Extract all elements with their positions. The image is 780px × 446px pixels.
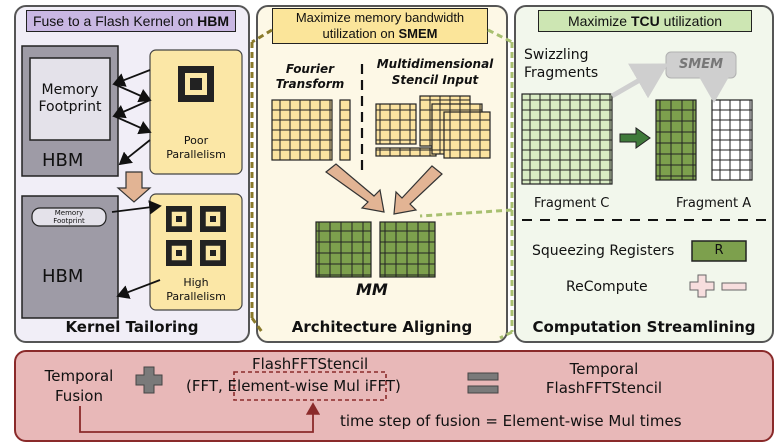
swizzle-arrow — [619, 127, 651, 149]
zoom-connector-right — [419, 28, 514, 340]
right-header: Maximize TCU utilization — [538, 10, 752, 32]
recompute-plus-icon — [689, 274, 715, 298]
fusion-link-arrow — [79, 402, 321, 433]
recompute-minus-icon — [721, 282, 747, 291]
mm-grid-left — [315, 221, 372, 278]
smem-in-arrow — [610, 63, 669, 99]
flashfftstencil-title: FlashFFTStencil — [252, 355, 369, 373]
fourier-grid — [271, 99, 333, 161]
architecture-aligning-panel — [256, 5, 508, 343]
register-label: R — [714, 243, 724, 258]
middle-header: Maximize memory bandwidth utilization on… — [272, 8, 488, 44]
memory-footprint-small-label: Memory Footprint — [53, 209, 85, 225]
register-box — [691, 240, 747, 262]
element-wise-highlight — [233, 371, 387, 401]
right-header-bold: TCU — [630, 13, 660, 29]
left-header-text: Fuse to a Flash Kernel on — [32, 13, 198, 29]
swizzling-label: Swizzling Fragments — [524, 47, 599, 81]
poor-parallelism-chip — [149, 49, 243, 175]
architecture-aligning-caption: Architecture Aligning — [291, 318, 473, 336]
middle-header-line1: Maximize memory bandwidth — [295, 10, 465, 25]
middle-header-line2: utilization on — [322, 26, 399, 41]
memory-footprint-label: Memory Footprint — [38, 82, 102, 115]
high-parallelism-label: High Parallelism — [166, 276, 226, 303]
computation-streamlining-caption: Computation Streamlining — [532, 318, 756, 336]
memory-traffic-arrows — [111, 69, 162, 299]
hbm-bottom-label: HBM — [42, 266, 84, 287]
kernel-tailoring-caption: Kernel Tailoring — [65, 318, 199, 336]
fragment-a-grid-green — [655, 99, 697, 181]
recompute-label: ReCompute — [566, 279, 648, 295]
poor-parallelism-label: Poor Parallelism — [166, 134, 226, 161]
temporal-flashfftstencil-label: Temporal FlashFFTStencil — [545, 360, 663, 397]
fragment-a-label: Fragment A — [676, 196, 752, 211]
hbm-block-top — [21, 45, 119, 177]
fusion-note: time step of fusion = Element-wise Mul t… — [340, 412, 682, 430]
fourier-to-mm-arrow — [325, 163, 385, 213]
equals-icon — [467, 372, 499, 394]
high-parallelism-chip — [149, 193, 243, 311]
smem-label: SMEM — [678, 57, 724, 72]
stencil-input-cubes — [375, 95, 491, 159]
squeezing-registers-label: Squeezing Registers — [532, 243, 675, 259]
fft-prefix: (FFT, — [186, 377, 228, 395]
temporal-fusion-panel — [14, 350, 774, 442]
tailoring-down-arrow — [116, 171, 152, 203]
stencil-input-label: Multidimensional Stencil Input — [376, 57, 494, 87]
plus-icon — [135, 366, 163, 394]
mm-label: MM — [356, 280, 388, 299]
zoom-connector-left — [250, 28, 273, 333]
middle-header-bold: SMEM — [398, 26, 438, 41]
left-header: Fuse to a Flash Kernel on HBM — [26, 10, 236, 32]
fft-suffix: iFFT) — [359, 377, 401, 395]
hbm-top-label: HBM — [42, 150, 84, 171]
mm-grid-right — [379, 221, 436, 278]
fragment-a-grid-white — [711, 99, 753, 181]
left-header-bold: HBM — [197, 13, 230, 29]
hbm-block-bottom — [21, 195, 119, 319]
fourier-transform-label: Fourier Transform — [275, 62, 345, 91]
fragment-c-grid — [521, 93, 613, 185]
stencil-to-mm-arrow — [393, 165, 443, 215]
temporal-fusion-label: Temporal Fusion — [44, 367, 114, 405]
fourier-vector — [339, 99, 351, 161]
right-header-text: Maximize — [567, 13, 631, 29]
right-header-tail: utilization — [659, 13, 723, 29]
fft-expression: (FFT, Element-wise Mul iFFT) — [186, 377, 401, 395]
element-wise-mul-text: Element-wise Mul — [227, 377, 360, 395]
fragment-c-label: Fragment C — [534, 196, 610, 211]
